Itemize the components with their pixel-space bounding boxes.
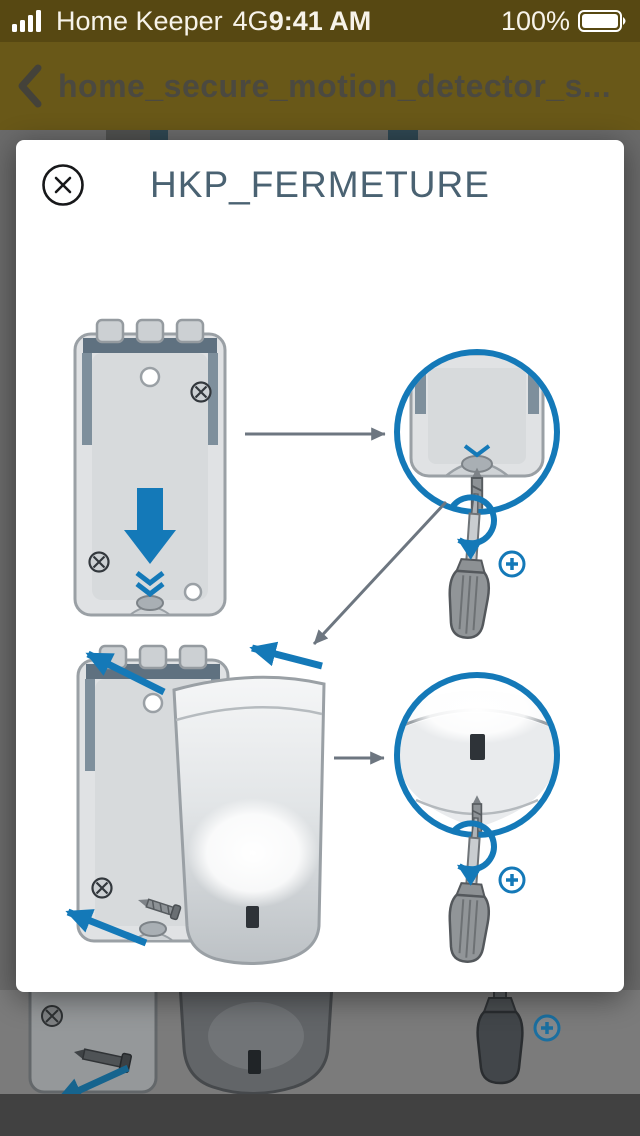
clock: 9:41 AM: [268, 5, 372, 36]
chevron-left-icon: [18, 64, 42, 108]
status-bar-left: Home Keeper 4G: [12, 6, 269, 37]
back-button[interactable]: [8, 54, 50, 118]
status-bar: Home Keeper 4G 9:41 AM 100%: [0, 0, 640, 42]
zoom-detail-screw-insert: [394, 349, 560, 515]
phillips-screw-icon-2: [498, 866, 526, 894]
screwdriver-icon-1: [445, 491, 497, 641]
image-viewer-modal: HKP_FERMETURE: [16, 140, 624, 992]
rotate-arrow-icon-1: [450, 494, 497, 560]
detector-cover: [172, 675, 326, 965]
cellular-signal-icon: [12, 10, 41, 32]
diagram-title: HKP_FERMETURE: [150, 164, 490, 205]
zoom-detail-bottom-screw: [394, 672, 560, 838]
close-icon: [42, 164, 84, 206]
network-type-label: 4G: [232, 5, 269, 36]
close-button[interactable]: [40, 162, 86, 208]
nav-bar: home_secure_motion_detector_s...: [0, 42, 640, 130]
flow-arrow-diagonal-icon: [312, 500, 448, 646]
dimmed-plate: [28, 990, 158, 1104]
screwdriver-icon-2: [445, 815, 497, 965]
carrier-label: Home Keeper: [56, 5, 223, 36]
rotate-arrow-icon-2: [450, 820, 497, 886]
document-title: home_secure_motion_detector_s...: [58, 67, 612, 104]
back-plate-step2: [65, 641, 326, 965]
dimmed-detector: [178, 990, 334, 1095]
chevron-marker-icon: [135, 571, 165, 598]
instruction-illustration: [65, 318, 560, 965]
phillips-screw-icon-1: [498, 550, 526, 578]
battery-percent-label: 100%: [500, 5, 570, 36]
battery-icon: [578, 10, 626, 32]
slide-arrow-icon-a: [249, 641, 323, 670]
slide-arrow-icon-b: [85, 650, 166, 696]
dimmed-phillips-screw-icon: [533, 1014, 561, 1042]
back-plate-step1: [73, 318, 227, 617]
down-arrow-icon: [124, 488, 176, 564]
dimmed-page-bottom: [0, 990, 640, 1136]
slide-arrow-icon-c: [65, 908, 148, 947]
status-bar-right: 100%: [501, 6, 628, 37]
dimmed-screwdriver: [476, 990, 524, 1085]
